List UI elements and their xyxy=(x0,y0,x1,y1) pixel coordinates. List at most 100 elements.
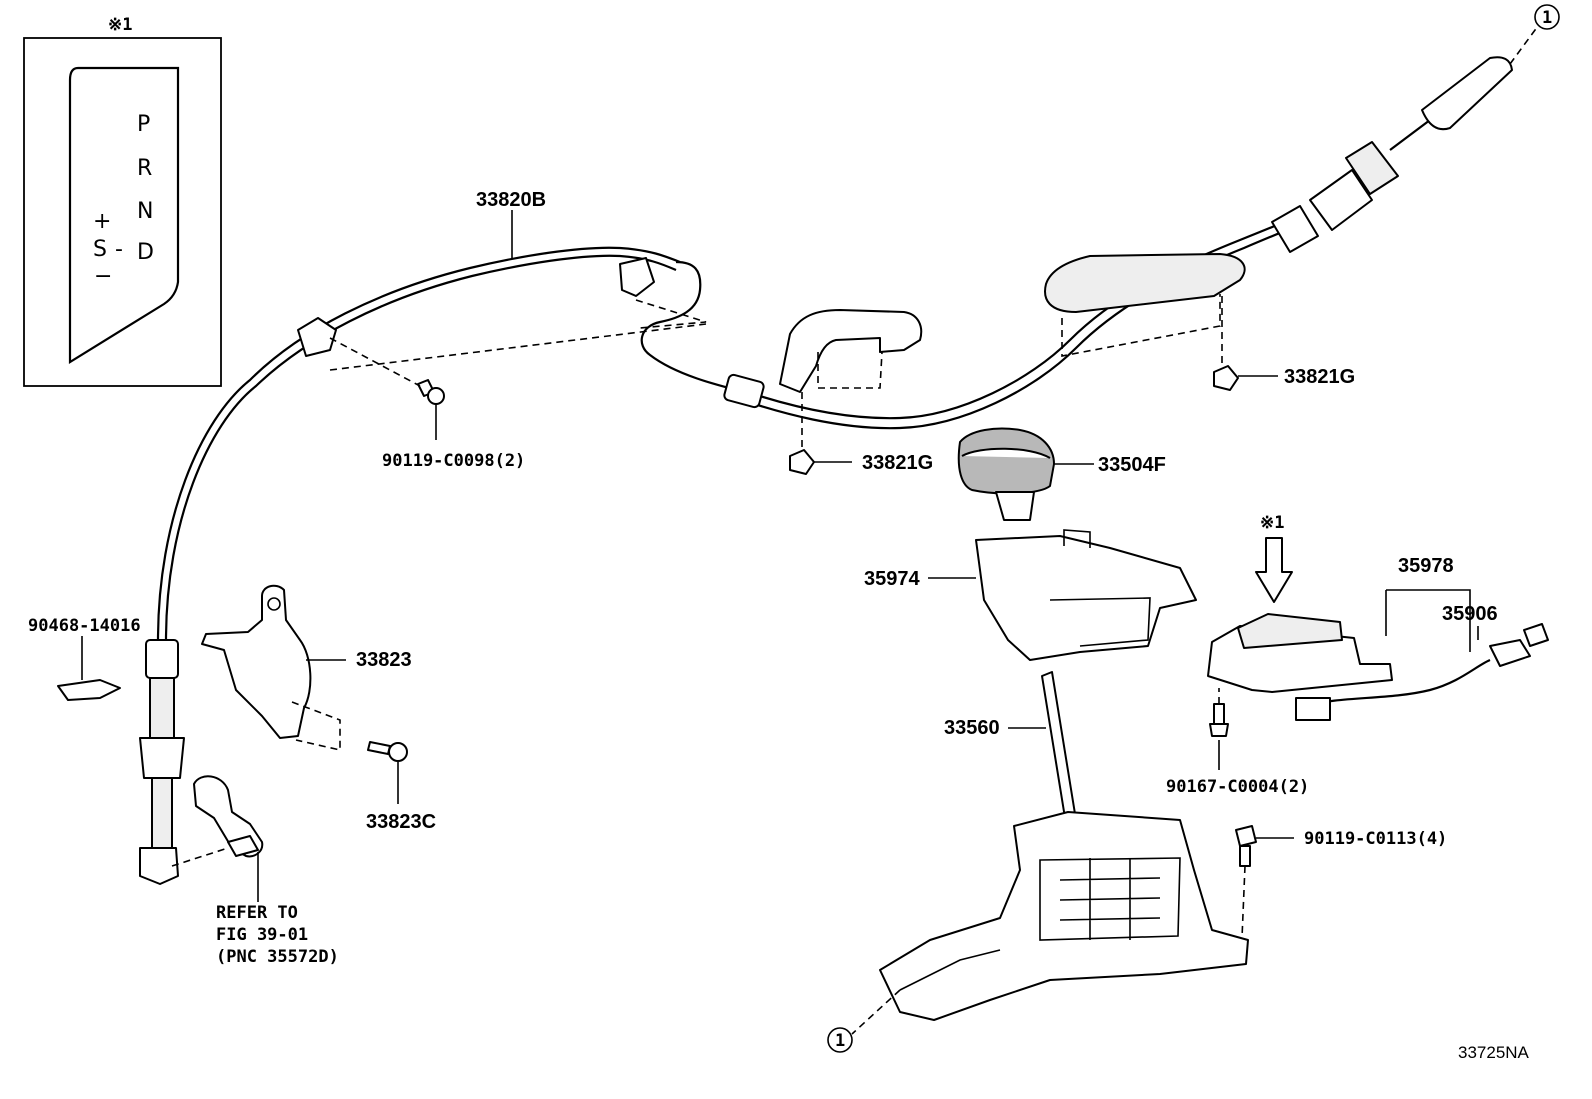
leader-circle-bottom xyxy=(851,989,901,1035)
label-33560: 33560 xyxy=(944,717,1000,739)
cable-collar xyxy=(1271,205,1319,253)
bracket-body xyxy=(201,584,312,739)
bracket-bolt xyxy=(367,741,408,762)
retainer-right xyxy=(1213,296,1239,391)
shift-switch xyxy=(1207,613,1549,721)
cable-lower-rod xyxy=(151,777,173,849)
gate-plate xyxy=(68,66,180,364)
label-35978: 35978 xyxy=(1398,555,1454,577)
label-33823: 33823 xyxy=(356,649,412,671)
floor-plate xyxy=(1044,253,1246,357)
cable-lower-collar xyxy=(145,639,179,679)
housing-body xyxy=(975,535,1197,661)
screw-switch xyxy=(1209,688,1229,737)
cable-sheath-lower xyxy=(729,214,1301,420)
switch-connector-a xyxy=(1295,697,1331,721)
retainer-right-body xyxy=(1213,365,1239,391)
leader-switch xyxy=(1385,589,1471,652)
trans-lever-pin xyxy=(227,835,259,857)
knob-base xyxy=(995,491,1035,521)
label-33823c: 33823C xyxy=(366,811,436,833)
circle-marker-bottom: 1 xyxy=(827,1027,853,1053)
cable-lower-boot xyxy=(139,737,185,779)
retainer-mid-body xyxy=(789,449,815,475)
bolt-base xyxy=(1235,825,1257,939)
label-90119-c0113: 90119-C0113(4) xyxy=(1304,829,1447,849)
cable-clip-mid xyxy=(619,257,655,297)
shift-housing xyxy=(975,529,1197,661)
gate-s: S xyxy=(93,237,107,262)
label-refer-line1: REFER TO xyxy=(216,903,298,923)
retainer-mid xyxy=(789,392,815,475)
bracket-dash xyxy=(291,701,341,752)
label-refer-line3: (PNC 35572D) xyxy=(216,947,339,967)
housing-tab xyxy=(1063,529,1091,548)
label-refer-line2: FIG 39-01 xyxy=(216,925,308,945)
cable-sheath-upper xyxy=(156,246,681,641)
bolt-dash xyxy=(1241,865,1246,939)
circle-bottom-ring xyxy=(827,1027,853,1053)
switch-cover xyxy=(1237,613,1343,649)
cable-loop xyxy=(640,260,761,398)
down-arrow-icon xyxy=(1255,537,1293,603)
cable-end-eye xyxy=(1421,56,1513,131)
switch-connector-b xyxy=(1489,639,1531,667)
cable-sheath-upper-inner xyxy=(164,254,677,641)
cable-lower-sleeve xyxy=(149,677,175,739)
figure-code: 33725NA xyxy=(1458,1043,1530,1062)
label-35974: 35974 xyxy=(864,568,920,590)
clip-head xyxy=(427,387,445,405)
circle-bottom-text: 1 xyxy=(835,1031,845,1051)
pin xyxy=(57,679,121,701)
grommet-bracket xyxy=(779,309,923,393)
grommet-dash xyxy=(817,351,883,389)
gate-letter-r: R xyxy=(137,156,152,181)
gate-letter-p: P xyxy=(137,112,150,137)
base-body xyxy=(879,811,1249,1021)
base-foot-detail xyxy=(899,949,1001,991)
gate-letter-n: N xyxy=(137,199,153,224)
cable-adjuster xyxy=(723,373,765,409)
leader-lines xyxy=(81,25,1539,1035)
knob-band xyxy=(961,447,1051,459)
gate-minus: − xyxy=(94,264,112,289)
label-35906: 35906 xyxy=(1442,603,1498,625)
gate-plus: + xyxy=(93,209,111,234)
bracket xyxy=(201,584,341,752)
cable-sheath-lower-inner xyxy=(729,221,1305,430)
cable-dash-mid xyxy=(635,299,707,329)
label-90167-c0004: 90167-C0004(2) xyxy=(1166,777,1309,797)
cable-rod xyxy=(1389,119,1431,151)
housing-window xyxy=(1049,597,1151,647)
clip-dash xyxy=(329,337,421,387)
floor-plate-dash xyxy=(1061,294,1221,357)
clip-left xyxy=(329,337,445,405)
label-33821g-mid: 33821G xyxy=(862,452,933,474)
switch-wire xyxy=(1305,658,1491,708)
shift-knob xyxy=(957,427,1055,521)
shift-gate-inset: ※1 P R N D + S - − xyxy=(23,15,222,387)
lever-rod xyxy=(1041,671,1077,825)
gate-letter-d: D xyxy=(137,240,154,265)
leader-circle-top xyxy=(1509,25,1539,65)
circle-top-ring xyxy=(1534,4,1560,30)
base-inner xyxy=(1039,857,1181,941)
label-90468-14016: 90468-14016 xyxy=(28,616,141,636)
switch-connector-c xyxy=(1523,623,1549,647)
screw-shank xyxy=(1213,703,1225,725)
base-ribs xyxy=(1059,858,1161,940)
cable-nut xyxy=(1345,141,1399,195)
cable-clip-left xyxy=(297,317,337,357)
bracket-hole xyxy=(267,597,281,611)
inset-note-mark: ※1 xyxy=(108,15,132,35)
gate-dash: - xyxy=(115,237,123,262)
trans-lever-dash xyxy=(171,847,229,867)
label-33821g-right: 33821G xyxy=(1284,366,1355,388)
screw-head xyxy=(1209,723,1229,737)
label-33820b: 33820B xyxy=(476,189,546,211)
cable-boot xyxy=(1309,169,1373,231)
shift-base xyxy=(879,811,1249,1021)
pin-body xyxy=(57,679,121,701)
label-33504f: 33504F xyxy=(1098,454,1166,476)
